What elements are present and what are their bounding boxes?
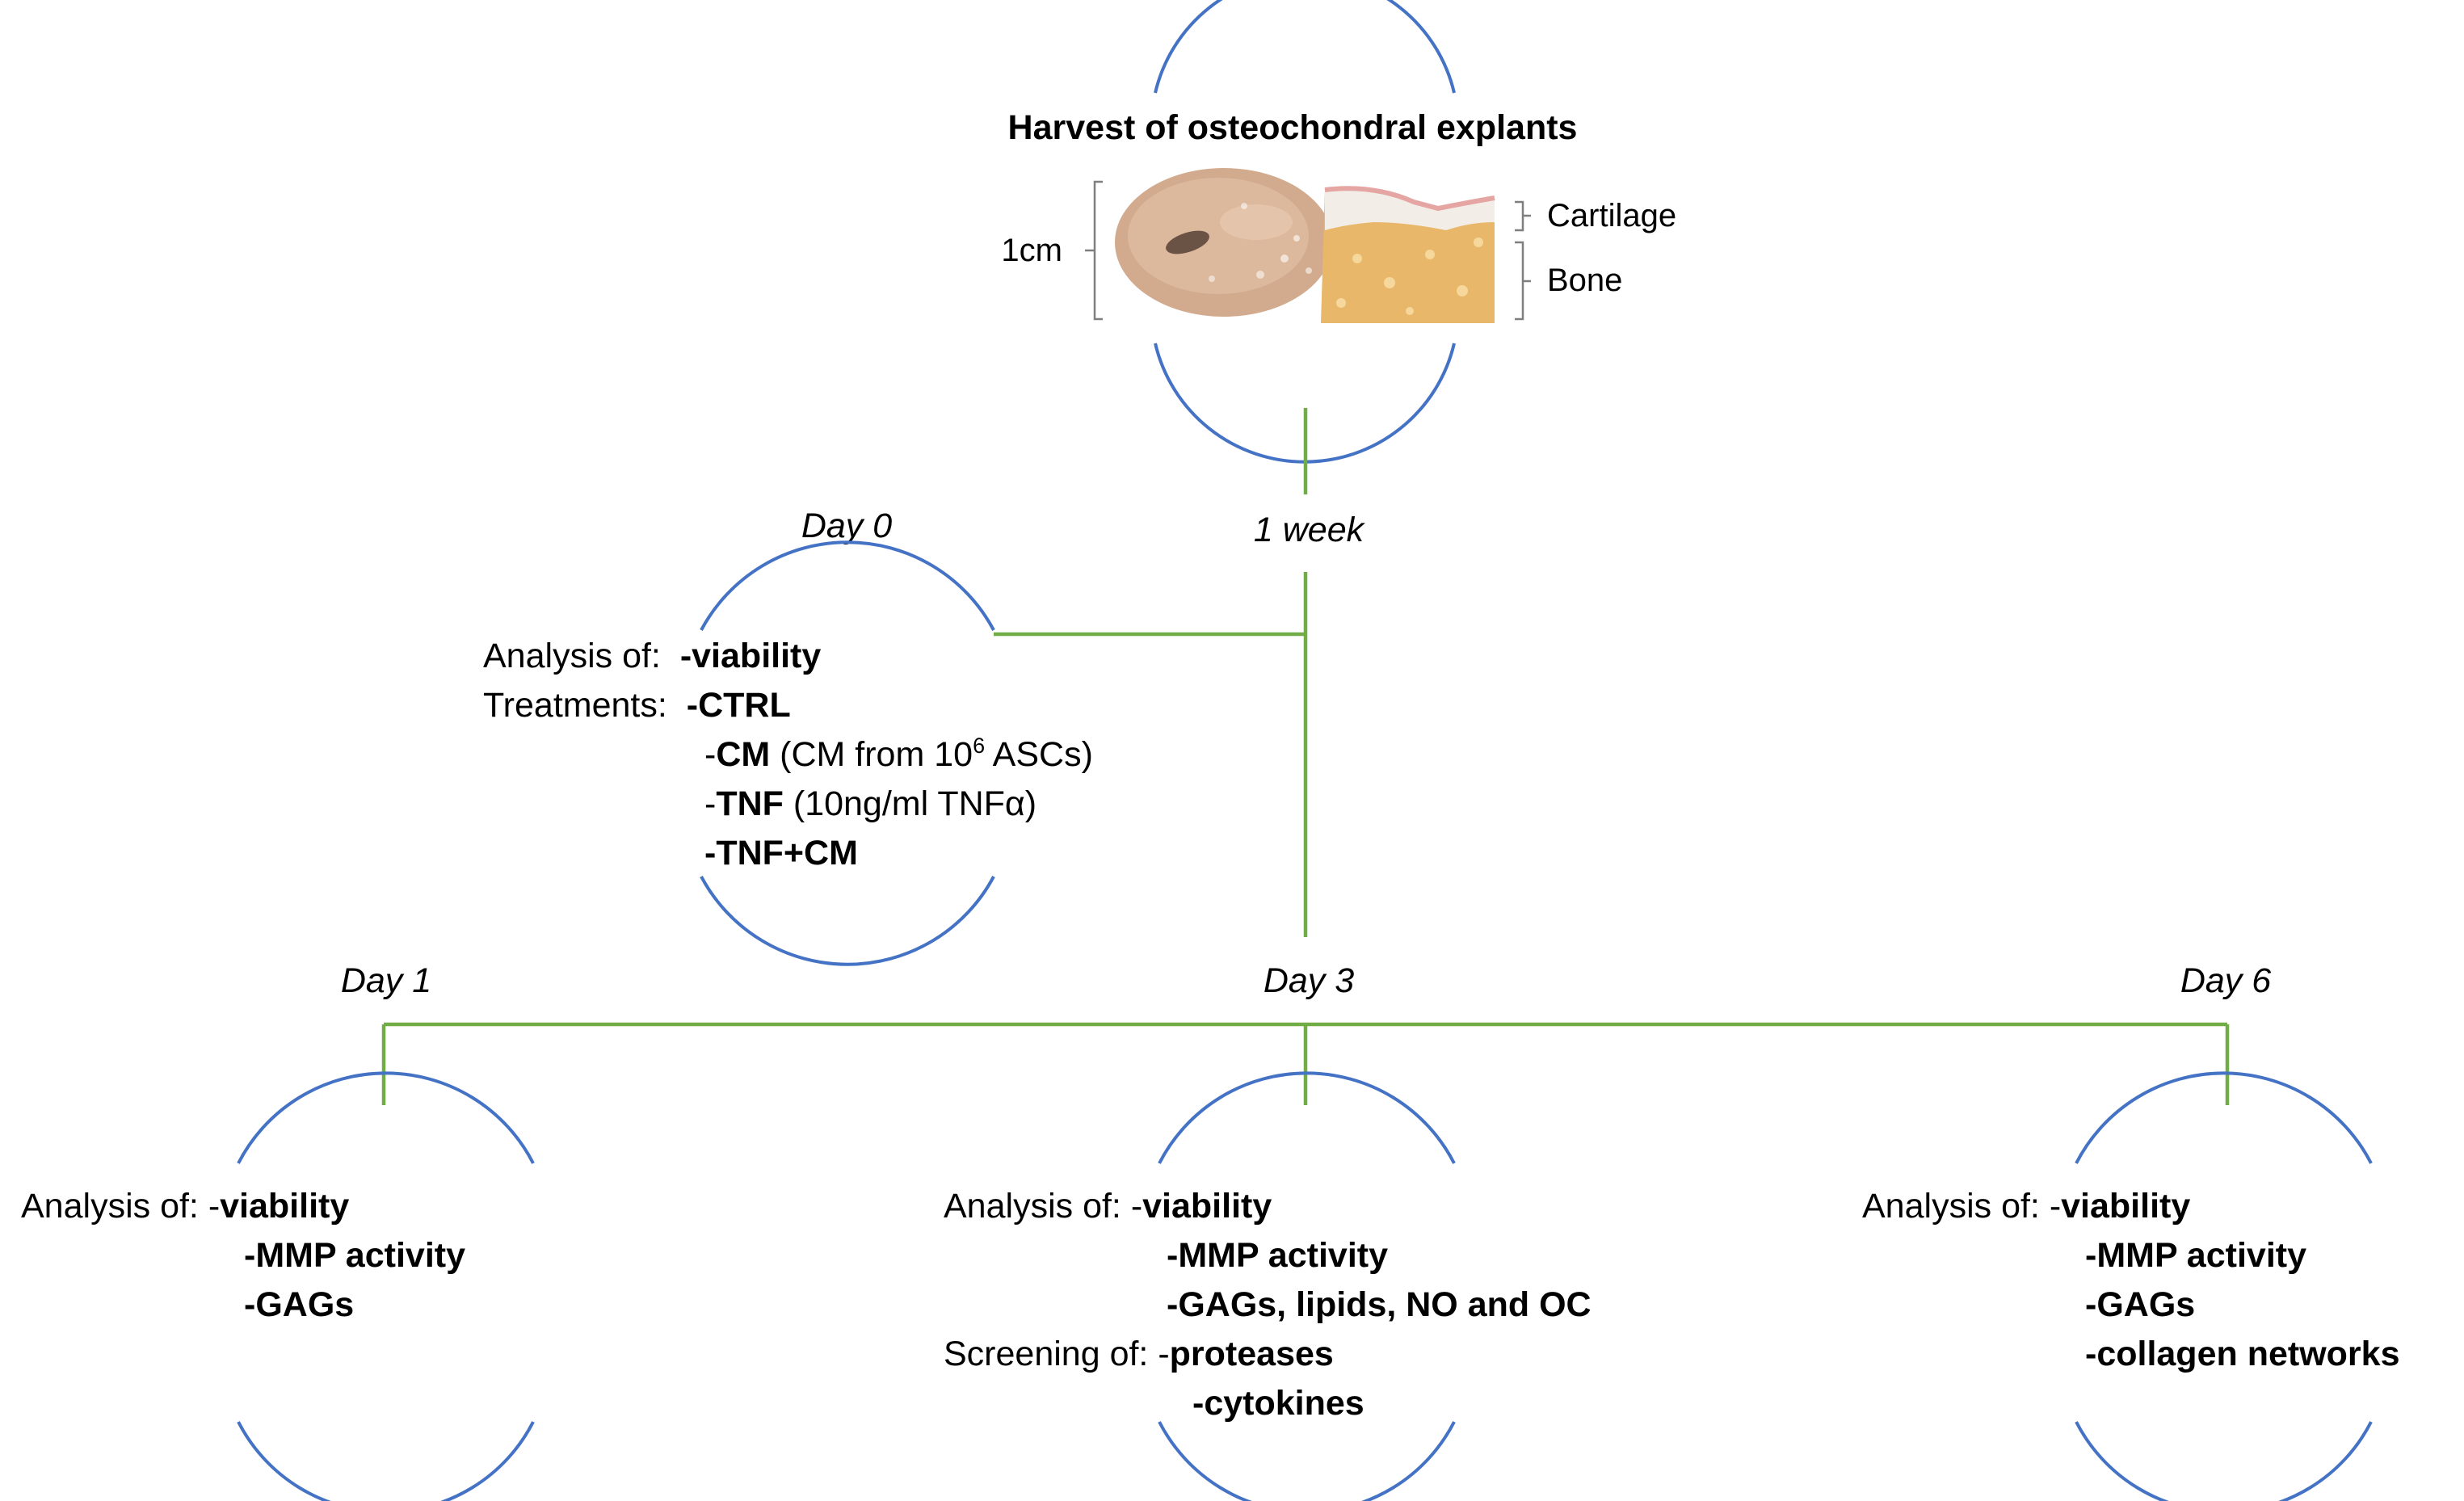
timeline-connectors — [381, 408, 2230, 1105]
day0-arc-bottom — [700, 876, 995, 966]
day3-arc-top — [1158, 1071, 1456, 1164]
day0-analysis-line: Analysis of: -viability — [483, 637, 821, 675]
bone-label: Bone — [1547, 263, 1622, 298]
day3-screening-prefix: Screening of: - — [944, 1335, 1170, 1373]
day0-treatments-prefix: Treatments: — [483, 686, 667, 725]
day6-item: viability — [2061, 1187, 2190, 1226]
day6-item: -MMP activity — [2085, 1236, 2306, 1275]
cartilage-bracket — [1515, 200, 1531, 232]
day1-arc-top — [237, 1071, 535, 1164]
day3-screening-item: -cytokines — [1192, 1384, 1364, 1423]
cartilage-label: Cartilage — [1547, 198, 1676, 233]
day6-analysis-prefix: Analysis of: - — [1862, 1187, 2061, 1226]
day6-item: -collagen networks — [2085, 1335, 2399, 1373]
day0-treatments-line: Treatments: -CTRL — [483, 686, 791, 725]
day6-arc-bottom — [2075, 1421, 2373, 1501]
explant-top-view-image — [1115, 168, 1333, 317]
day1-arc-bottom — [237, 1421, 535, 1501]
day0-label: Day 0 — [801, 507, 892, 545]
treatment-tnf-cm: -TNF+CM — [704, 834, 858, 872]
day3-analysis-prefix: Analysis of: - — [944, 1187, 1142, 1226]
treatment-ctrl: -CTRL — [687, 686, 791, 725]
explant-side-view-image — [1321, 186, 1495, 323]
day3-label: Day 3 — [1264, 961, 1354, 1000]
day0-arc-top — [700, 540, 995, 631]
day3-item: -GAGs, lipids, NO and OC — [1167, 1285, 1592, 1324]
day0-analysis-prefix: Analysis of: — [483, 637, 661, 675]
bone-bracket — [1515, 241, 1531, 321]
size-bracket — [1085, 180, 1103, 321]
day3-arc-bottom — [1158, 1421, 1456, 1501]
day1-analysis-prefix: Analysis of: - — [21, 1187, 220, 1226]
day3-item: -MMP activity — [1167, 1236, 1388, 1275]
day6-arc-top — [2075, 1071, 2373, 1164]
harvest-arc-top — [1154, 0, 1456, 94]
day6-analysis-line: Analysis of: -viability — [1862, 1187, 2190, 1226]
day1-item: -MMP activity — [244, 1236, 465, 1275]
day6-label: Day 6 — [2180, 961, 2271, 1000]
size-label: 1cm — [1001, 233, 1062, 268]
harvest-title: Harvest of osteochondral explants — [1008, 108, 1578, 147]
day1-label: Day 1 — [341, 961, 431, 1000]
treatment-cm: -CM (CM from 106 ASCs) — [704, 734, 1093, 774]
day0-analysis-item: -viability — [680, 637, 822, 675]
week-label: 1 week — [1254, 511, 1366, 549]
day6-item: -GAGs — [2085, 1285, 2195, 1324]
day3-screening-line: Screening of: -proteases — [944, 1335, 1334, 1373]
day1-item: -GAGs — [244, 1285, 354, 1324]
day3-analysis-line: Analysis of: -viability — [944, 1187, 1272, 1226]
treatment-tnf: -TNF (10ng/ml TNFα) — [704, 784, 1036, 823]
day3-screening-item: proteases — [1170, 1335, 1334, 1373]
day3-item: viability — [1142, 1187, 1272, 1226]
day1-analysis-line: Analysis of: -viability — [21, 1187, 349, 1226]
day1-item: viability — [220, 1187, 349, 1226]
